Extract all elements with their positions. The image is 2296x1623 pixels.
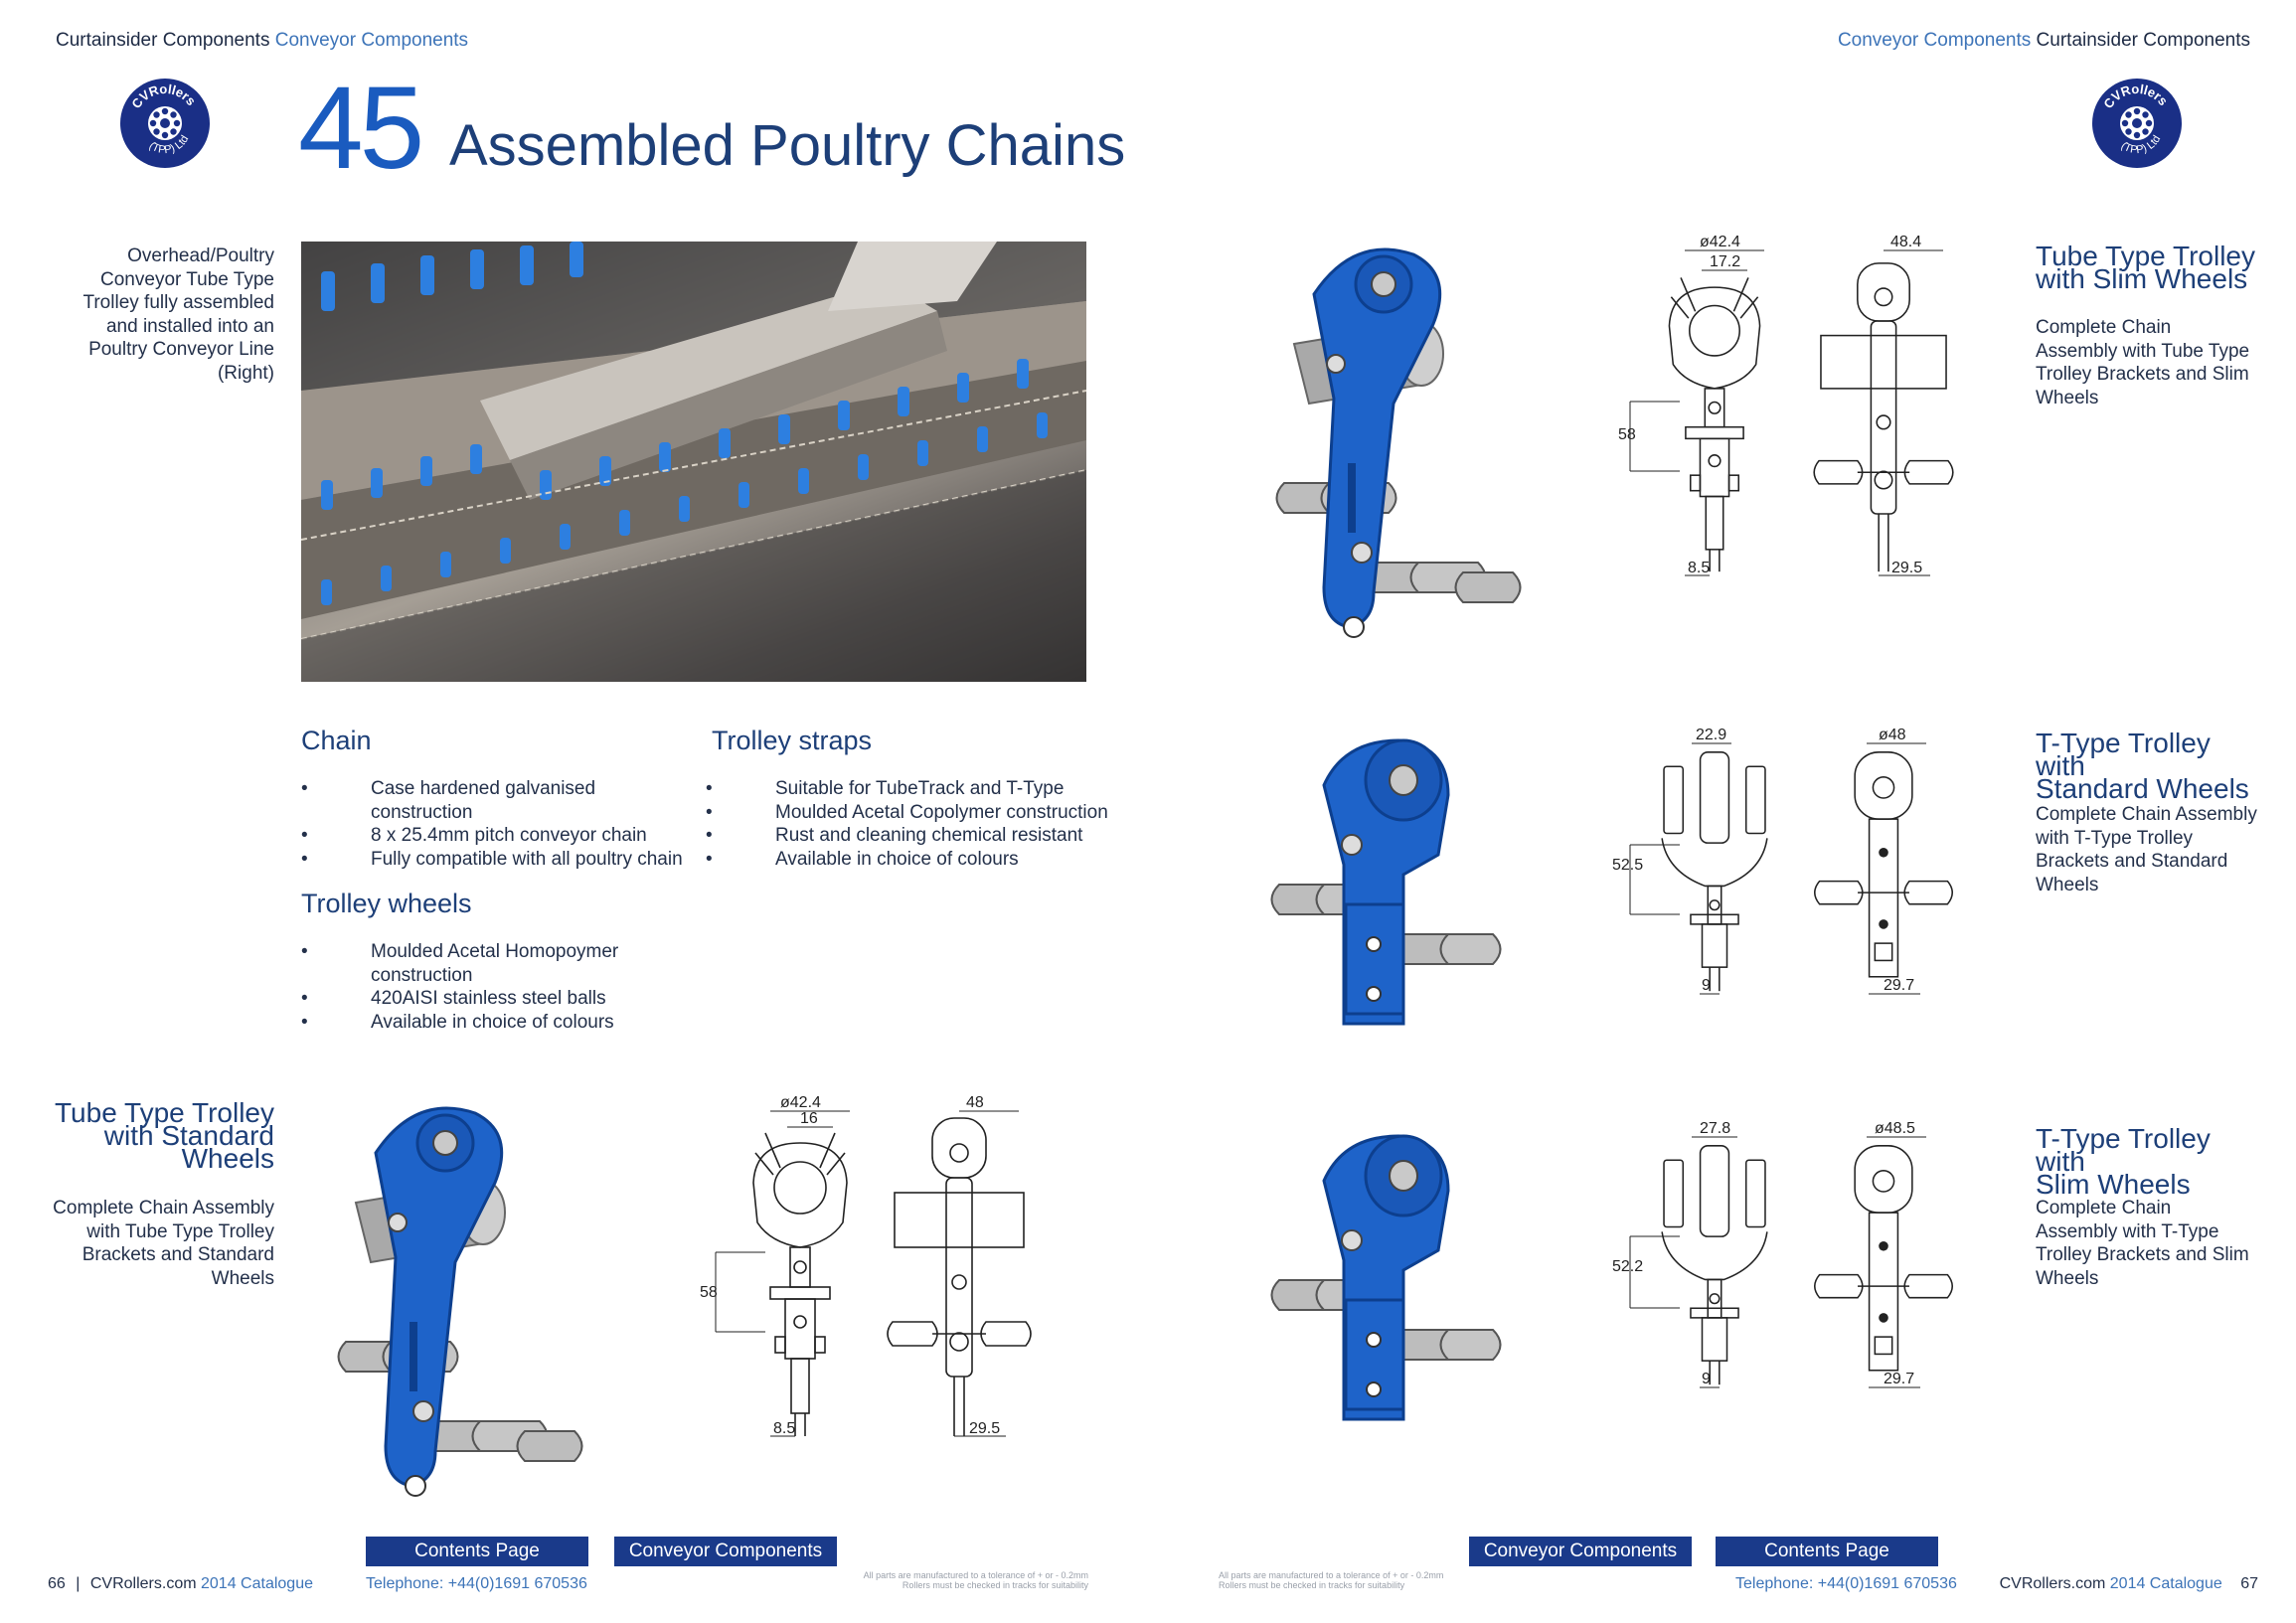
company-logo-left: CVRollers (TPP) Ltd	[120, 79, 210, 168]
dim-label: 48.4	[1890, 234, 1921, 250]
list-item: •Moulded Acetal Homopoymer construction	[301, 941, 619, 986]
list-item: •Available in choice of colours	[301, 1011, 614, 1033]
footer-site-link[interactable]: CVRollers.com	[1999, 1575, 2106, 1592]
product-3-drawing: 22.9 ø48 52.5 9 29.7	[1612, 727, 1954, 995]
footer-site-link[interactable]: CVRollers.com	[89, 1575, 197, 1592]
list-item: •Available in choice of colours	[706, 848, 1019, 870]
dim-label: 27.8	[1700, 1120, 1730, 1137]
list-item: •420AISI stainless steel balls	[301, 988, 606, 1009]
telephone-left[interactable]: Telephone: +44(0)1691 670536	[366, 1575, 587, 1592]
tolerance-note-right: All parts are manufactured to a toleranc…	[1219, 1570, 1444, 1590]
telephone-right[interactable]: Telephone: +44(0)1691 670536	[1735, 1575, 1957, 1592]
header-right-main: Curtainsider Components	[2036, 30, 2250, 51]
photo-caption: Overhead/Poultry Conveyor Tube Type Trol…	[82, 245, 274, 384]
header-left-accent[interactable]: Conveyor Components	[274, 30, 469, 51]
product-3-title: T-Type Trolley with Standard Wheels	[2036, 728, 2249, 804]
dim-label: 29.7	[1884, 1371, 1914, 1387]
header-right-accent[interactable]: Conveyor Components	[1837, 30, 2032, 51]
tolerance-note-left: All parts are manufactured to a toleranc…	[863, 1570, 1088, 1590]
product-2-render	[1254, 235, 1553, 672]
dim-label: ø48.5	[1875, 1120, 1915, 1137]
list-item: •Moulded Acetal Copolymer construction	[706, 801, 1108, 823]
page-number-title: 45	[298, 63, 424, 194]
conveyor-photo	[301, 242, 1086, 682]
product-4-title: T-Type Trolley with Slim Wheels	[2036, 1123, 2211, 1200]
dim-label: 29.5	[969, 1420, 1000, 1437]
conveyor-components-button-right[interactable]: Conveyor Components	[1469, 1537, 1692, 1566]
dim-label: 58	[700, 1284, 718, 1301]
product-1-render	[316, 1093, 614, 1531]
contents-page-button-left[interactable]: Contents Page	[366, 1537, 588, 1566]
trolley-wheels-heading: Trolley wheels	[301, 889, 472, 918]
page-number-right: 67	[2240, 1575, 2258, 1592]
product-2-description: Complete Chain Assembly with Tube Type T…	[2036, 317, 2250, 408]
header-left-main: Curtainsider Components	[56, 30, 270, 51]
footer-catalogue: 2014 Catalogue	[2109, 1575, 2222, 1592]
trolley-straps-heading: Trolley straps	[712, 726, 873, 755]
list-item: •Case hardened galvanised construction	[301, 778, 596, 823]
page-title: Assembled Poultry Chains	[449, 113, 1126, 178]
footer-right: CVRollers.com 2014 Catalogue 67	[2000, 1575, 2258, 1593]
footer-catalogue: 2014 Catalogue	[201, 1575, 313, 1592]
product-3-description: Complete Chain Assembly with T-Type Trol…	[2036, 804, 2257, 895]
dim-label: 29.7	[1884, 977, 1914, 994]
header-left: Curtainsider Components Conveyor Compone…	[56, 30, 468, 52]
dim-label: 9	[1702, 1371, 1711, 1387]
dim-label: 16	[800, 1110, 818, 1127]
company-logo-right: CVRollers (TPP) Ltd	[2092, 79, 2182, 168]
trolley-straps-list: •Suitable for TubeTrack and T-Type •Moul…	[706, 777, 1123, 871]
dim-label: 8.5	[773, 1420, 795, 1437]
product-1-drawing: ø42.4 16 48 58 8.5 29.5	[700, 1094, 1032, 1437]
product-1-description: Complete Chain Assembly with Tube Type T…	[53, 1198, 274, 1289]
trolley-wheels-list: •Moulded Acetal Homopoymer construction …	[301, 940, 699, 1034]
list-item: •Suitable for TubeTrack and T-Type	[706, 778, 1065, 799]
product-2-drawing: ø42.4 17.2 48.4 58 8.5 29.5	[1618, 234, 1954, 576]
chain-list: •Case hardened galvanised construction •…	[301, 777, 699, 871]
dim-label: 22.9	[1696, 727, 1726, 743]
product-1-title: Tube Type Trolley with Standard Wheels	[54, 1097, 274, 1174]
list-item: •8 x 25.4mm pitch conveyor chain	[301, 825, 647, 846]
dim-label: 8.5	[1688, 560, 1710, 576]
contents-page-button-right[interactable]: Contents Page	[1716, 1537, 1938, 1566]
dim-label: 52.5	[1612, 857, 1643, 874]
product-4-render	[1254, 1121, 1553, 1459]
page-number-left: 66	[48, 1575, 66, 1592]
dim-label: 48	[966, 1094, 984, 1111]
footer-left: 66 | CVRollers.com 2014 Catalogue	[48, 1575, 313, 1593]
dim-label: ø42.4	[1700, 234, 1740, 250]
dim-label: 9	[1702, 977, 1711, 994]
dim-label: ø42.4	[780, 1094, 821, 1111]
list-item: •Fully compatible with all poultry chain	[301, 848, 683, 870]
conveyor-components-button-left[interactable]: Conveyor Components	[614, 1537, 837, 1566]
product-2-title: Tube Type Trolley with Slim Wheels	[2036, 241, 2256, 294]
dim-label: 17.2	[1710, 253, 1740, 270]
product-4-description: Complete Chain Assembly with T-Type Trol…	[2036, 1198, 2249, 1289]
dim-label: 29.5	[1891, 560, 1922, 576]
conveyor-photo-illustration	[301, 242, 1086, 682]
dim-label: 58	[1618, 426, 1636, 443]
chain-heading: Chain	[301, 726, 372, 755]
list-item: •Rust and cleaning chemical resistant	[706, 825, 1083, 846]
product-4-drawing: 27.8 ø48.5 52.2 9 29.7	[1612, 1120, 1954, 1388]
dim-label: ø48	[1879, 727, 1906, 743]
header-right: Conveyor Components Curtainsider Compone…	[1838, 30, 2250, 52]
footer-separator: |	[76, 1575, 81, 1592]
dim-label: 52.2	[1612, 1258, 1643, 1275]
product-3-render	[1254, 726, 1553, 1063]
